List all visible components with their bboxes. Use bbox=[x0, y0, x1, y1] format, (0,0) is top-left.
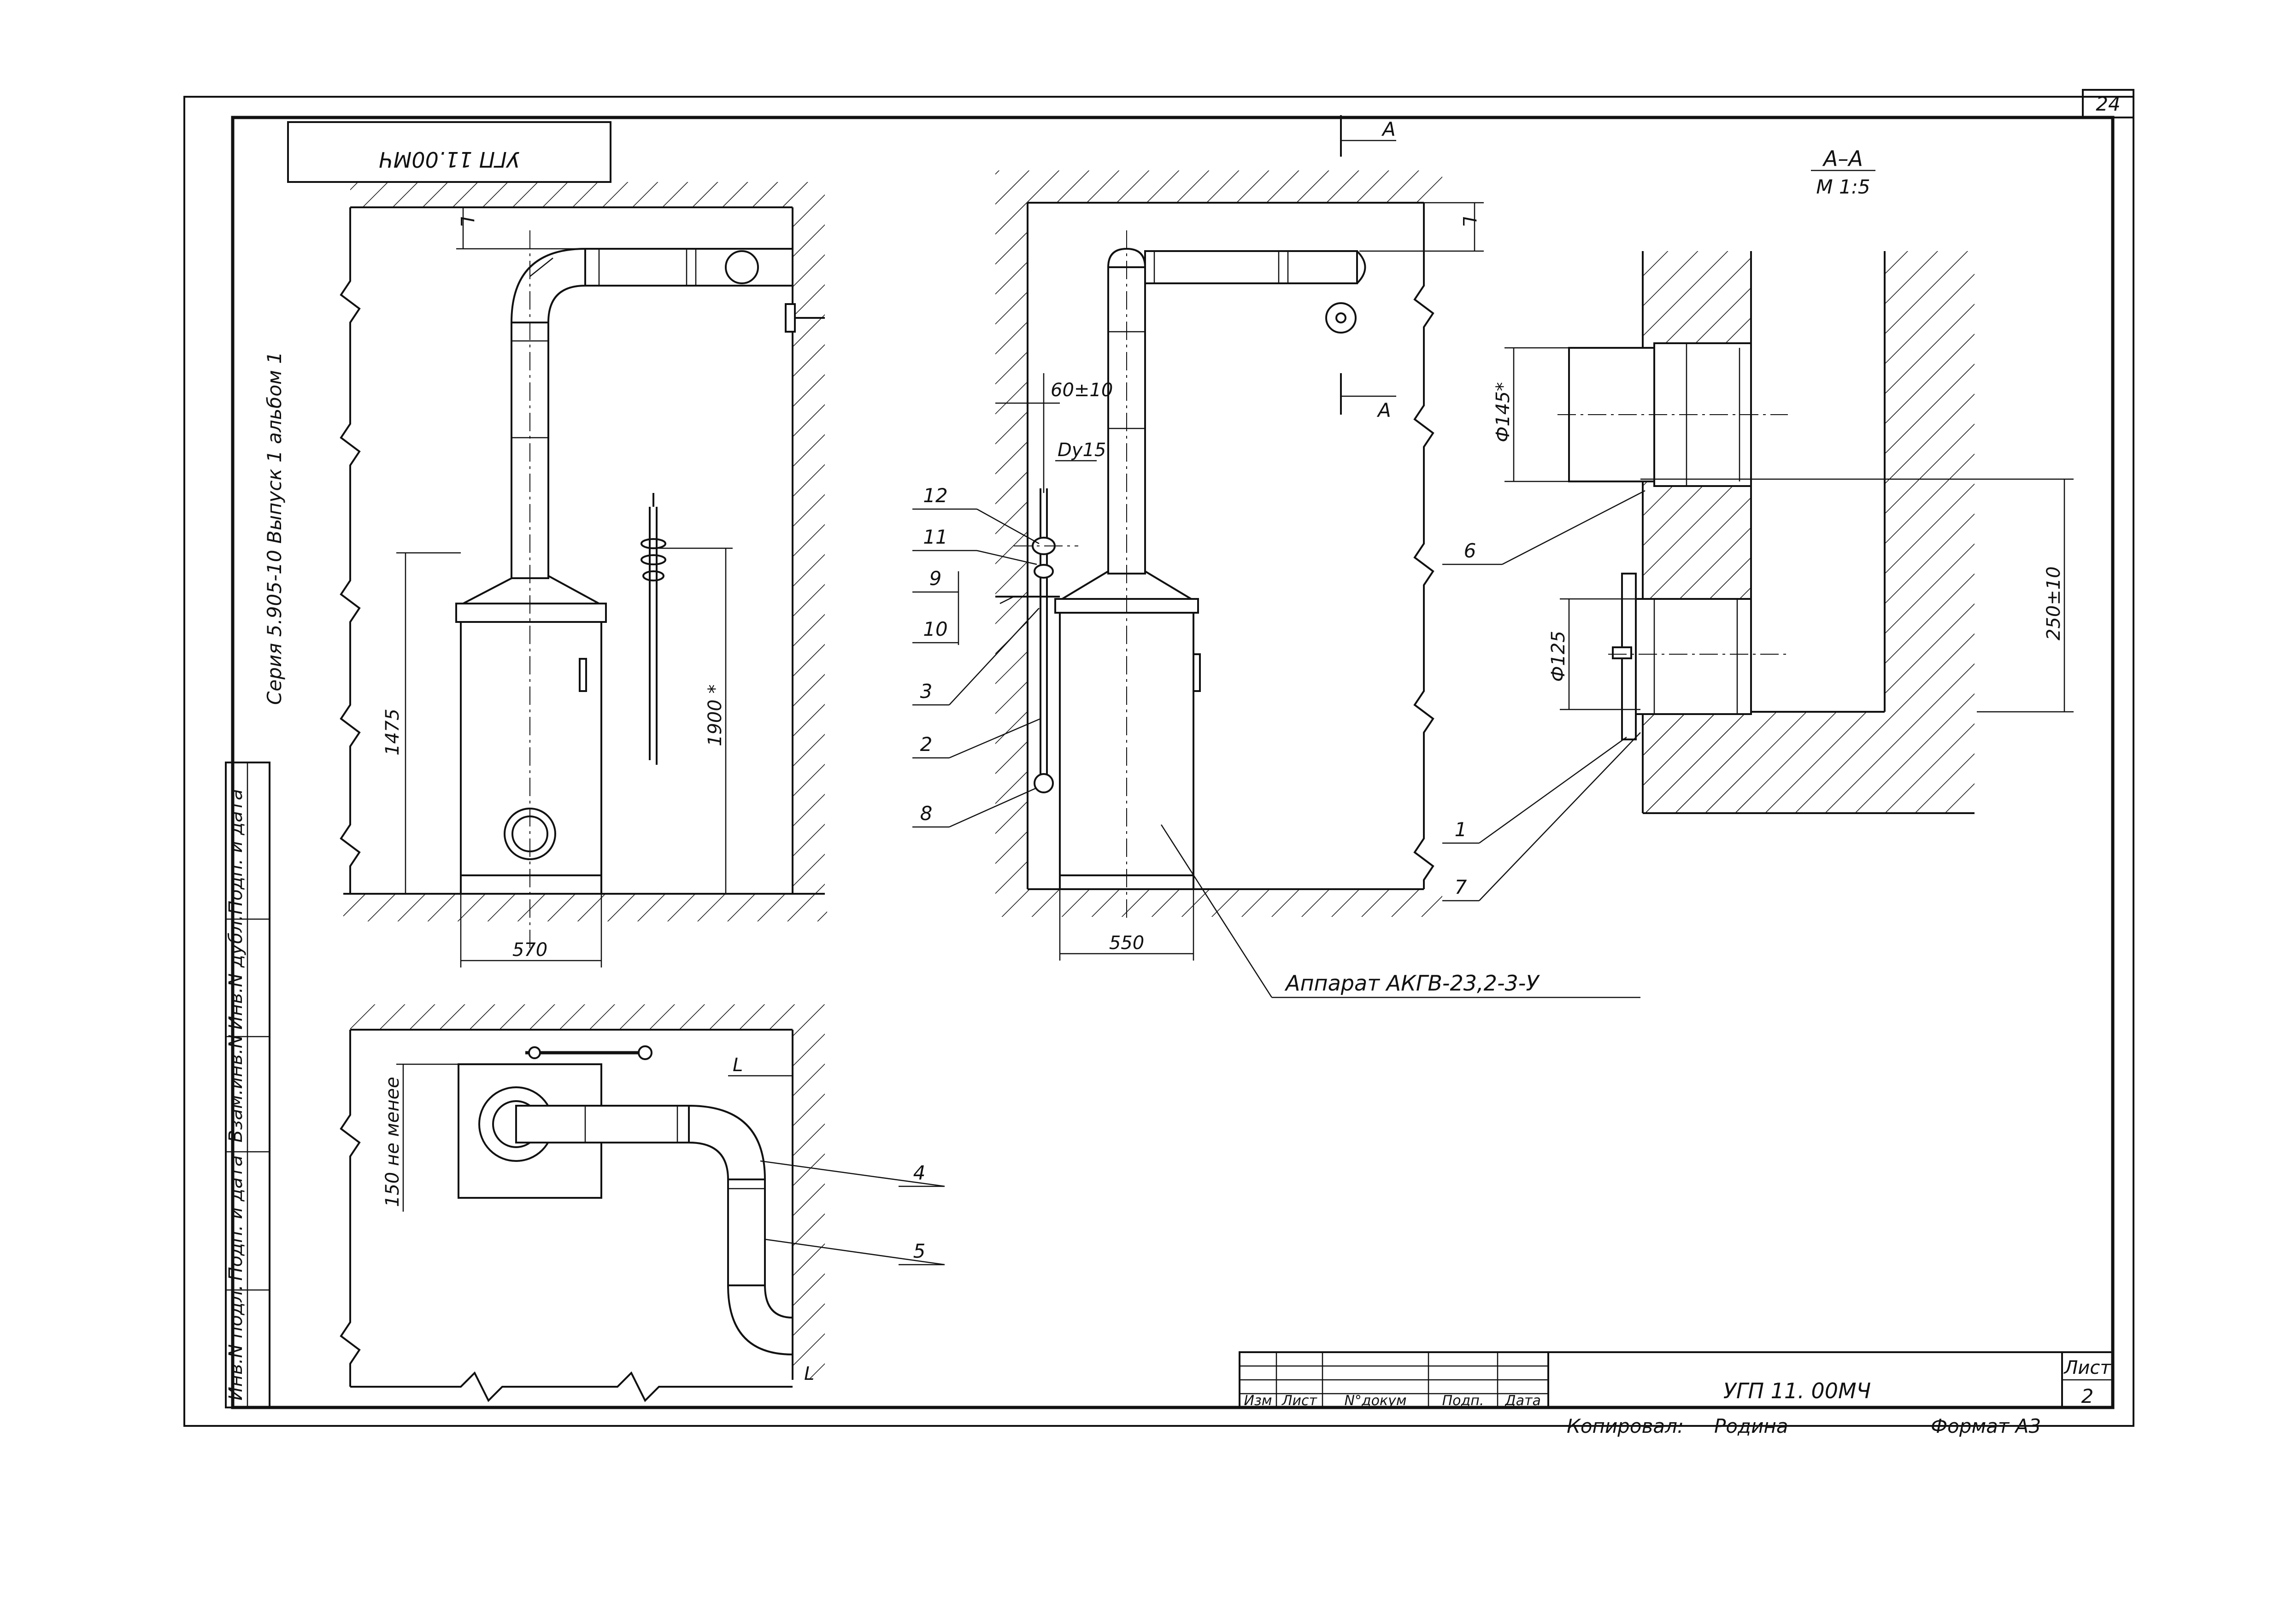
tb-sheet-label: Лист bbox=[2063, 1357, 2111, 1378]
callout-7: 7 bbox=[1455, 876, 1467, 898]
callout-6: 6 bbox=[1464, 539, 1476, 562]
front-dim-L: L bbox=[456, 217, 477, 227]
section-dim-d125: Ф125 bbox=[1548, 631, 1569, 682]
side-dim-L: L bbox=[1458, 217, 1480, 227]
tb-copied-sign: Родина bbox=[1714, 1415, 1788, 1437]
plan-dim-L: L bbox=[733, 1055, 743, 1076]
front-dim-1475: 1475 bbox=[382, 709, 403, 756]
plan-view: 150 не менее L L 4 5 bbox=[340, 1004, 945, 1402]
callout-3: 3 bbox=[920, 680, 933, 703]
left-border-stamp: Инв.N подл. Подп. и дата Взам.инв.N Инв.… bbox=[225, 762, 270, 1408]
tb-header-izm: Изм bbox=[1244, 1393, 1272, 1409]
tb-header-list: Лист bbox=[1281, 1393, 1318, 1409]
tb-header-date: Дата bbox=[1504, 1393, 1541, 1409]
corner-sheet-number: 24 bbox=[2096, 93, 2120, 115]
section-mark-top: А bbox=[1381, 118, 1396, 141]
title-block: Изм Лист N°докум Подп. Дата УГП 11. 00МЧ… bbox=[1239, 1351, 2114, 1437]
callout-5: 5 bbox=[913, 1240, 926, 1262]
tb-format: Формат А3 bbox=[1931, 1415, 2041, 1437]
front-view: L 1475 1900 * 570 bbox=[340, 182, 827, 967]
border-cell-1: Инв.N подл. bbox=[225, 1284, 247, 1401]
plan-dim-150: 150 не менее bbox=[382, 1077, 403, 1207]
side-dim-550: 550 bbox=[1109, 932, 1144, 954]
callout-8: 8 bbox=[920, 802, 933, 825]
border-cell-5: Подп. и дата bbox=[225, 789, 247, 915]
tb-doc-code: УГП 11. 00МЧ bbox=[1723, 1378, 1871, 1403]
tb-sheet-number: 2 bbox=[2081, 1385, 2094, 1407]
tb-copied-label: Копировал: bbox=[1567, 1415, 1684, 1437]
border-cell-2: Подп. и дата bbox=[225, 1155, 247, 1281]
section-aa: А–А М 1:5 Ф145* Ф125 bbox=[1442, 146, 2074, 902]
border-cell-4: Инв.N дубл. bbox=[225, 915, 247, 1030]
side-dim-dy15: Dy15 bbox=[1058, 440, 1106, 461]
section-dim-250: 250±10 bbox=[2043, 566, 2064, 640]
callout-11: 11 bbox=[923, 526, 947, 548]
tb-header-sign: Подп. bbox=[1442, 1393, 1484, 1409]
front-dim-1900: 1900 * bbox=[705, 684, 726, 746]
side-view: А А L 60±10 Dy15 550 12 11 bbox=[912, 115, 1640, 998]
rotated-stamp-code: УГП 11.00МЧ bbox=[379, 147, 520, 172]
plan-dim-L-bottom: L bbox=[804, 1363, 814, 1384]
callout-9: 9 bbox=[929, 567, 942, 590]
rotated-stamp: УГП 11.00МЧ bbox=[287, 121, 611, 183]
apparatus-label: Аппарат АКГВ-23,2-3-У bbox=[1284, 971, 1540, 996]
callout-4: 4 bbox=[913, 1161, 926, 1184]
callout-12: 12 bbox=[923, 484, 947, 507]
front-dim-570: 570 bbox=[512, 939, 547, 961]
border-cell-3: Взам.инв.N bbox=[225, 1035, 247, 1143]
section-title: А–А bbox=[1822, 146, 1863, 171]
callout-10: 10 bbox=[923, 618, 947, 640]
section-mark-bottom: А bbox=[1376, 399, 1391, 422]
callout-1: 1 bbox=[1455, 818, 1467, 841]
section-scale: М 1:5 bbox=[1816, 176, 1870, 198]
series-text: Серия 5.905-10 Выпуск 1 альбом 1 bbox=[263, 352, 286, 705]
tb-header-doc: N°докум bbox=[1344, 1393, 1406, 1409]
side-dim-60: 60±10 bbox=[1051, 380, 1113, 401]
section-dim-d145: Ф145* bbox=[1493, 382, 1514, 442]
callout-2: 2 bbox=[920, 733, 933, 756]
